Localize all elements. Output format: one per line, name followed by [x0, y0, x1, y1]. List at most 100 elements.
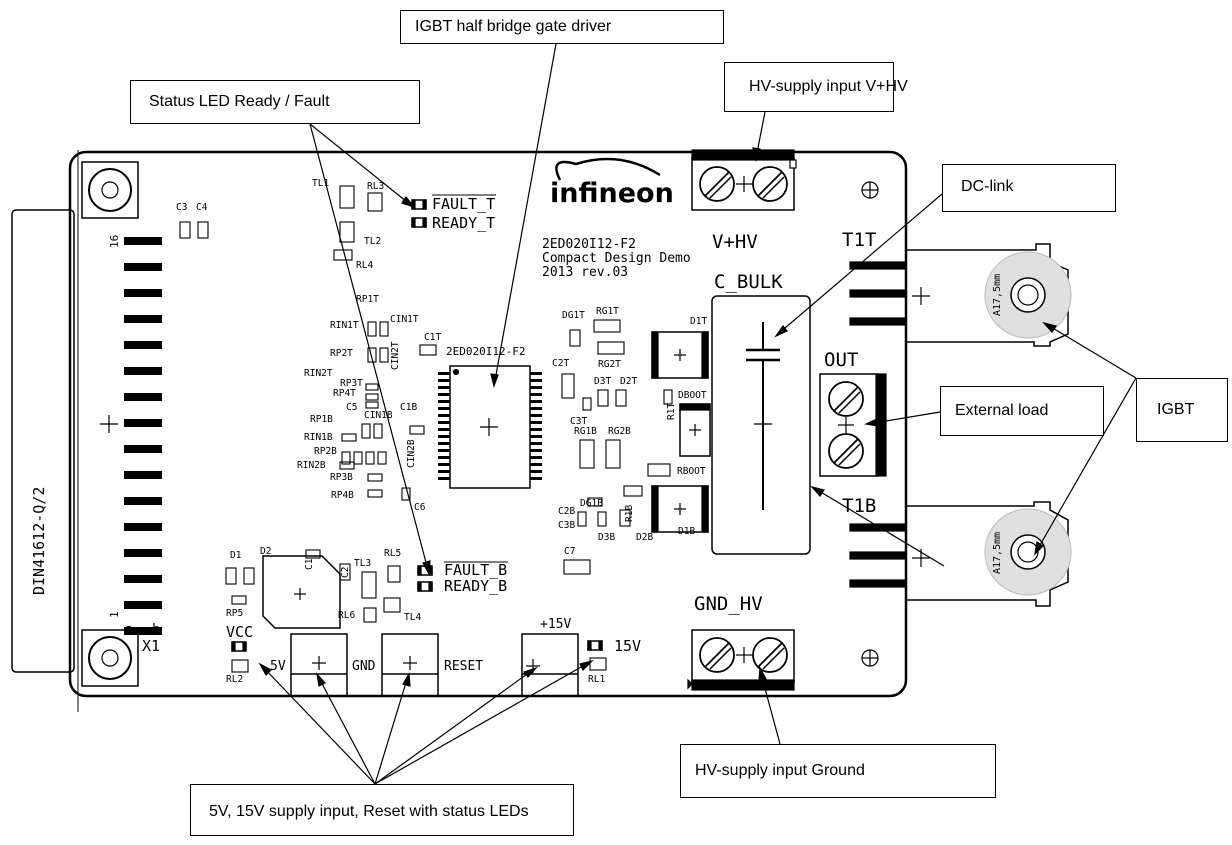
label-rp1t: RP1T: [356, 294, 379, 305]
label-rin2t: RIN2T: [304, 368, 333, 379]
callout-dc-link: DC-link: [942, 164, 1116, 212]
bulk-cap-label: C_BULK: [714, 271, 783, 293]
label-c6: C6: [414, 502, 426, 513]
label-c7: C7: [564, 546, 575, 557]
connector-ref-label: X1: [142, 637, 160, 655]
pcb-outline: [68, 150, 908, 698]
label-rg2t: RG2T: [598, 359, 621, 370]
plus15v-label: +15V: [540, 617, 571, 632]
label-rl4: RL4: [356, 260, 373, 271]
callout-gate-driver-text: IGBT half bridge gate driver: [415, 18, 612, 35]
igbt-top-label: T1T: [842, 229, 876, 251]
label-rin2b: RIN2B: [297, 460, 326, 471]
callout-hv-input-pos: HV-supply input V+HV: [724, 62, 908, 112]
callout-external-load: External load: [940, 386, 1104, 436]
button-gnd: [381, 633, 439, 697]
15v-label: 15V: [614, 637, 641, 655]
5v-label: 5V: [270, 659, 286, 674]
label-rp4t: RP4T: [333, 388, 356, 399]
callout-igbt: IGBT: [1136, 378, 1228, 442]
label-c2b: C2B: [558, 506, 575, 517]
callout-igbt-text: IGBT: [1157, 401, 1195, 418]
connector-pin-bottom-label: 1: [108, 611, 121, 618]
label-cin1b: CIN1B: [364, 410, 393, 421]
callout-leaders: [258, 43, 1137, 785]
led-vcc: [231, 641, 247, 652]
igbt-bottom-label: T1B: [842, 495, 876, 517]
gate-driver-ic: [438, 365, 542, 489]
label-tl3: TL3: [354, 558, 371, 569]
callout-supply-input: 5V, 15V supply input, Reset with status …: [190, 784, 574, 836]
button-5v: [290, 633, 348, 697]
label-c4: C4: [196, 202, 208, 213]
callout-supply-input-text: 5V, 15V supply input, Reset with status …: [209, 803, 529, 820]
label-c3b: C3B: [558, 520, 575, 531]
label-rp1b: RP1B: [310, 414, 333, 425]
label-c3: C3: [176, 202, 187, 213]
terminal-block-vhv: [691, 149, 797, 211]
label-d2: D2: [260, 546, 271, 557]
label-c1b: C1B: [400, 402, 417, 413]
fiducial-bottom-right: [861, 649, 879, 667]
ready-t-label: READY_T: [432, 214, 495, 232]
mounting-screw-bottom-left: [81, 629, 139, 687]
vcc-label: VCC: [226, 623, 253, 641]
callout-hv-input-gnd-text: HV-supply input Ground: [695, 762, 865, 779]
connector-row-b-label: b: [152, 622, 160, 638]
label-rp3b: RP3B: [330, 472, 353, 483]
din-connector: DIN41612-Q/2 16 1 a b X1: [11, 150, 162, 712]
igbt-top-size-label: A17,5mm: [992, 274, 1003, 316]
connector-pins: [124, 237, 162, 635]
label-cin2b: CIN2B: [406, 439, 417, 468]
label-d1b: D1B: [678, 526, 695, 537]
label-rp5: RP5: [226, 608, 243, 619]
label-rp3t: RP3T: [340, 378, 363, 389]
label-tl1: TL1: [312, 178, 329, 189]
label-rg1b: RG1B: [574, 426, 597, 437]
label-tl4: TL4: [404, 612, 421, 623]
label-c5: C5: [346, 402, 357, 413]
led-ready-b: [417, 581, 433, 592]
infineon-logo: infineon: [550, 157, 674, 209]
callout-status-led-text: Status LED Ready / Fault: [149, 93, 330, 110]
product-line-1: 2ED020I12-F2: [542, 237, 636, 252]
label-d2t: D2T: [620, 376, 637, 387]
label-rl3: RL3: [367, 181, 384, 192]
label-dboot: DBOOT: [678, 390, 707, 401]
label-d2b: D2B: [636, 532, 653, 543]
callout-external-load-text: External load: [955, 402, 1049, 419]
reset-label: RESET: [444, 659, 483, 674]
label-rg1t: RG1T: [596, 306, 619, 317]
callout-hv-input-pos-text: HV-supply input V+HV: [749, 78, 908, 95]
label-c1t: C1T: [424, 332, 441, 343]
label-d3t: D3T: [594, 376, 611, 387]
label-d1: D1: [230, 550, 242, 561]
fault-b-label: FAULT_B: [444, 561, 507, 579]
label-rp2b: RP2B: [314, 446, 337, 457]
gnd-label: GND: [352, 659, 376, 674]
igbt-bottom: [849, 501, 1072, 607]
callout-hv-input-gnd: HV-supply input Ground: [680, 744, 996, 798]
label-r1b: R1B: [624, 505, 635, 522]
connector-name-label: DIN41612-Q/2: [30, 487, 48, 595]
terminal-block-gnd: [687, 629, 795, 691]
label-d1t: D1T: [690, 316, 707, 327]
fiducial-left: [100, 415, 118, 433]
label-rl6: RL6: [338, 610, 355, 621]
component-dboot-body: [679, 403, 711, 457]
label-c3t: C3T: [570, 416, 587, 427]
label-rl2: RL2: [226, 674, 243, 685]
label-rl5: RL5: [384, 548, 401, 559]
label-cin2t: CIN2T: [390, 341, 401, 370]
led-ready-t: [411, 217, 427, 228]
label-rl1: RL1: [588, 674, 605, 685]
led-15v: [587, 640, 603, 651]
label-rp2t: RP2T: [330, 348, 353, 359]
igbt-bottom-size-label: A17,5mm: [992, 532, 1003, 574]
gate-driver-ic-label: 2ED020I12-F2: [446, 345, 525, 358]
label-d3b: D3B: [598, 532, 615, 543]
product-line-2: Compact Design Demo: [542, 251, 691, 266]
ready-b-label: READY_B: [444, 577, 507, 595]
callout-gate-driver: IGBT half bridge gate driver: [400, 10, 724, 44]
